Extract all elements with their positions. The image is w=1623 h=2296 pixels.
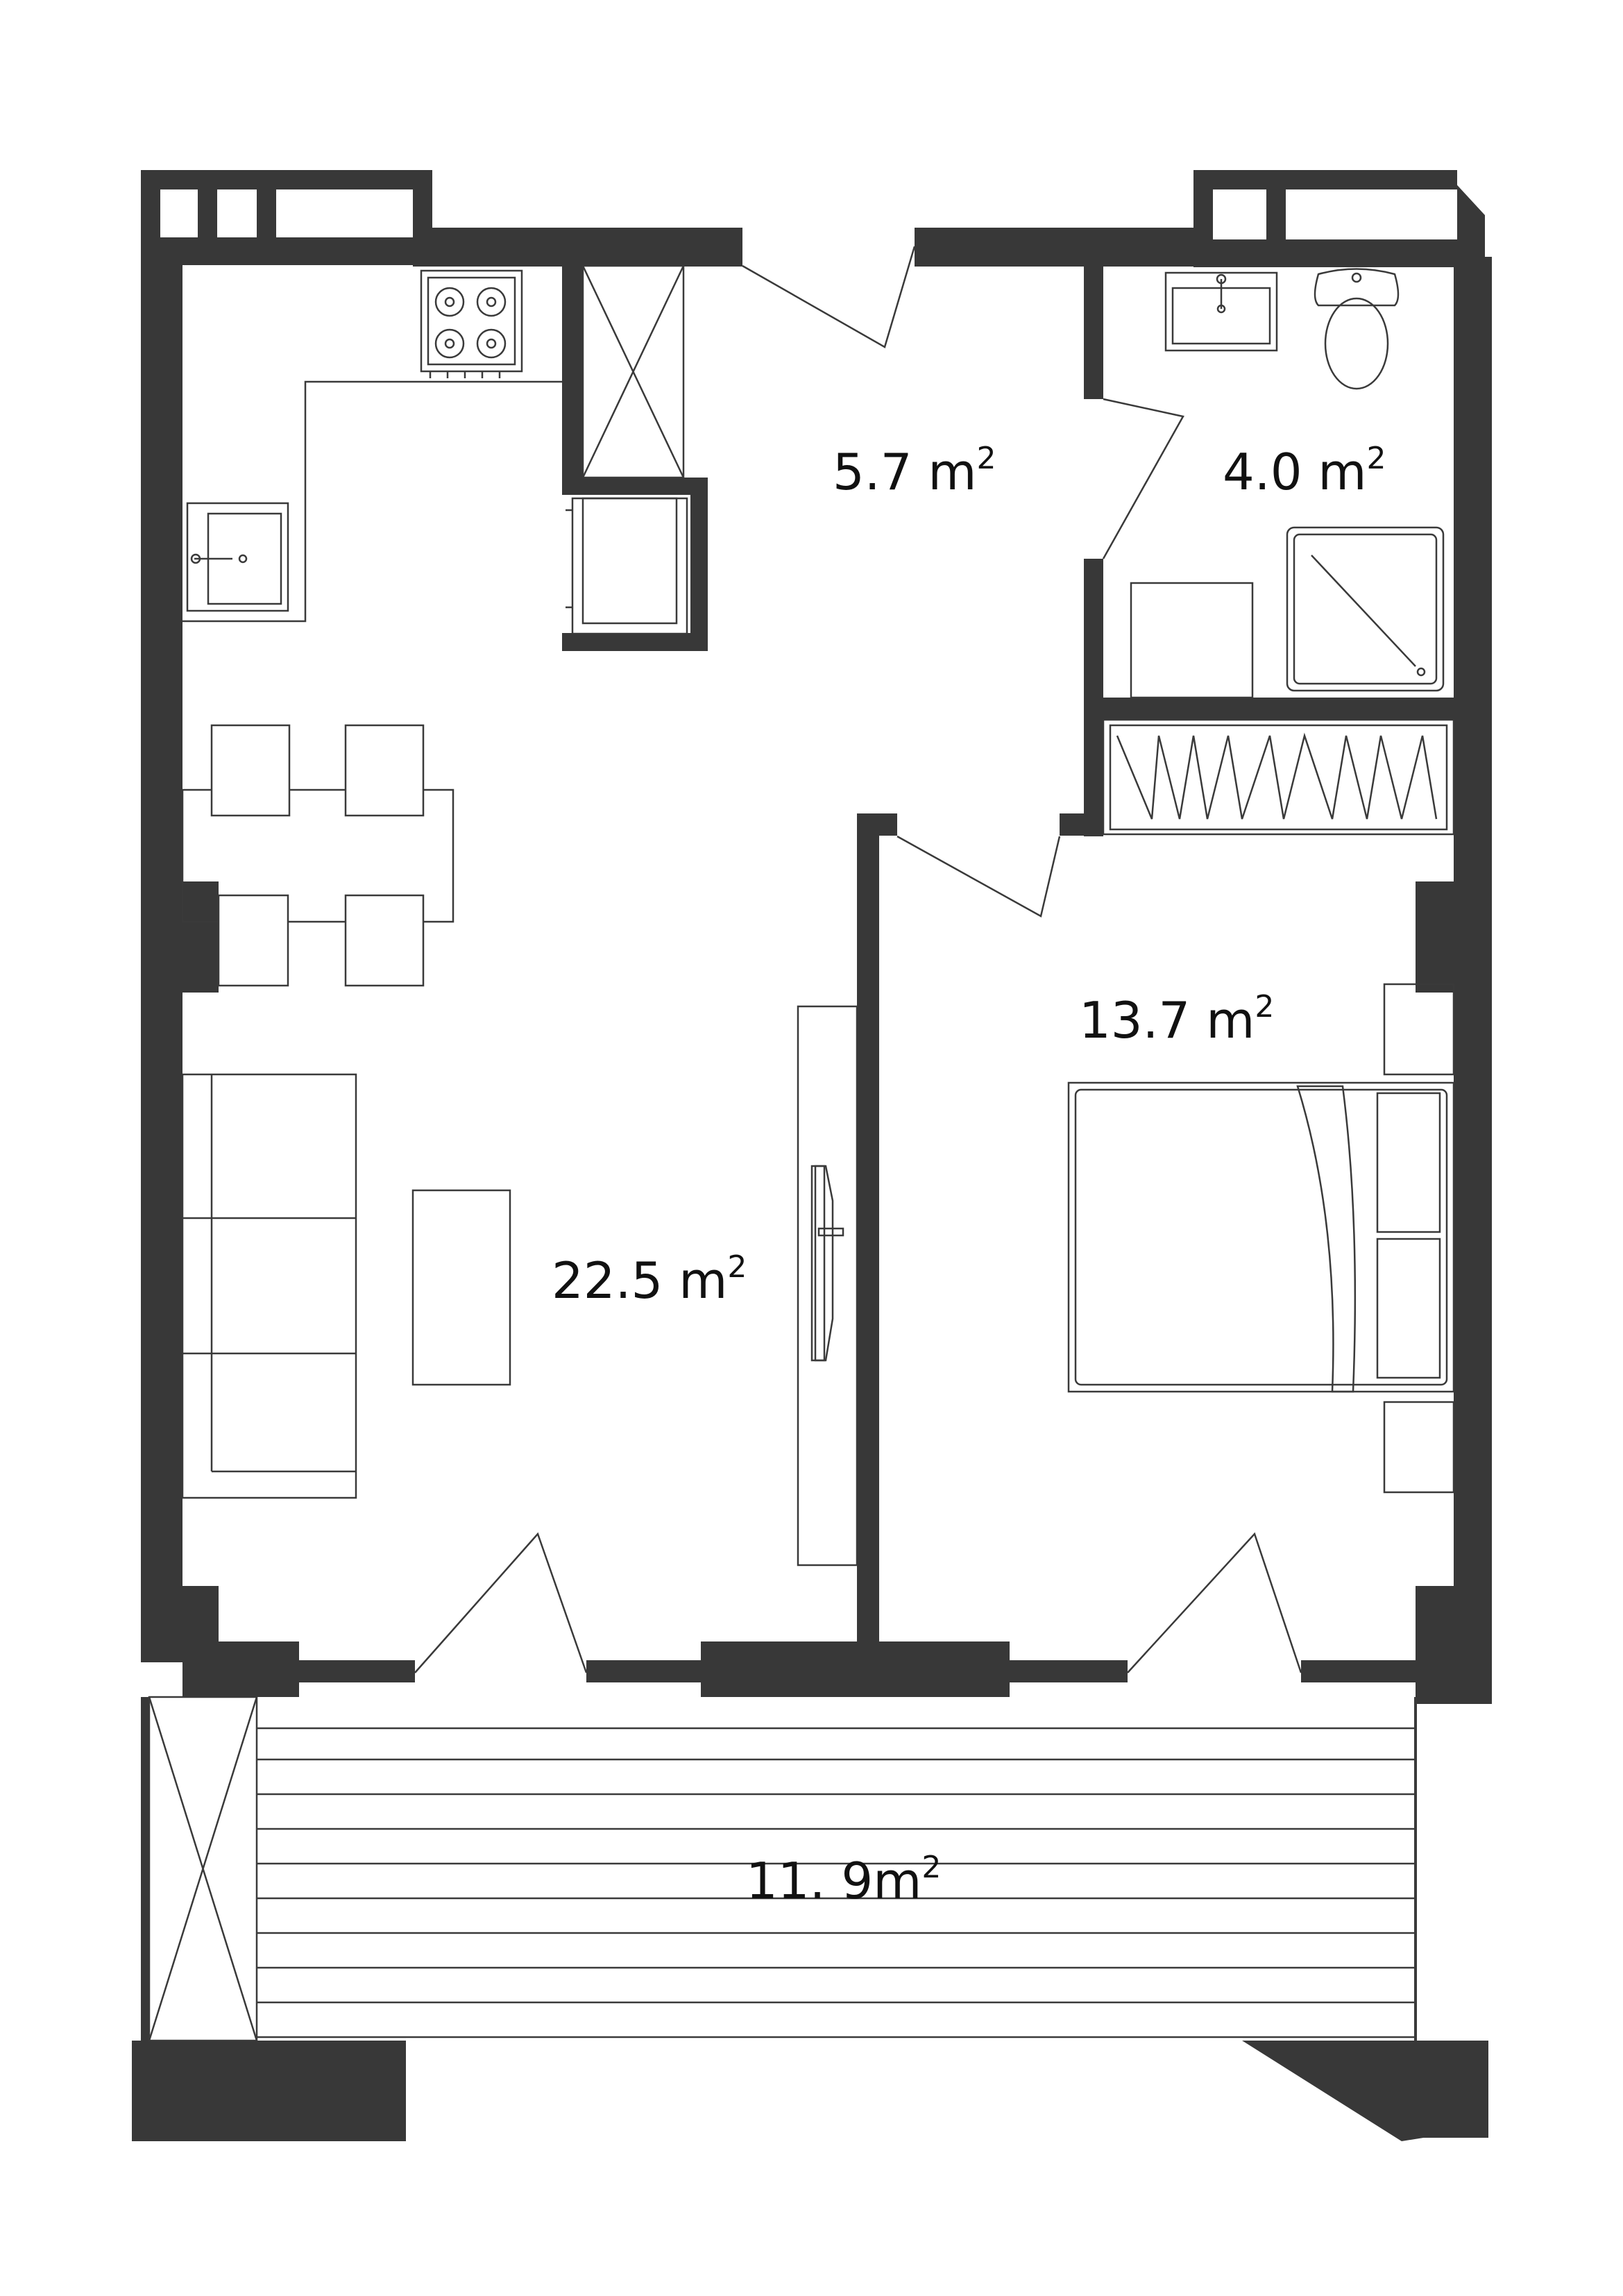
shaft-icon	[581, 264, 685, 479]
kitchen-sink-icon	[186, 502, 289, 612]
walls	[132, 170, 1492, 2141]
shower-icon	[1286, 526, 1445, 692]
doors	[414, 246, 1302, 1673]
bathroom-sink-icon	[1164, 271, 1278, 352]
bedroom-furniture	[1067, 983, 1455, 1494]
bathroom-area-label: 4.0 m2	[1223, 441, 1386, 501]
living-area-label: 22.5 m2	[552, 1249, 747, 1310]
balcony	[148, 1696, 1416, 2042]
balcony-area-label: 11. 9m2	[746, 1850, 941, 1910]
toilet-icon	[1314, 268, 1400, 390]
bedroom-area-label: 13.7 m2	[1079, 989, 1274, 1049]
hall-area-label: 5.7 m2	[833, 441, 996, 501]
living-furniture	[181, 1005, 858, 1567]
dining-set	[181, 724, 454, 987]
fridge-icon	[566, 497, 688, 635]
stove-icon	[420, 269, 523, 378]
balcony-outline	[141, 1697, 1417, 2041]
wardrobe	[1102, 718, 1455, 836]
bathroom-fixtures	[1130, 268, 1445, 699]
kitchen-furniture	[182, 264, 688, 635]
